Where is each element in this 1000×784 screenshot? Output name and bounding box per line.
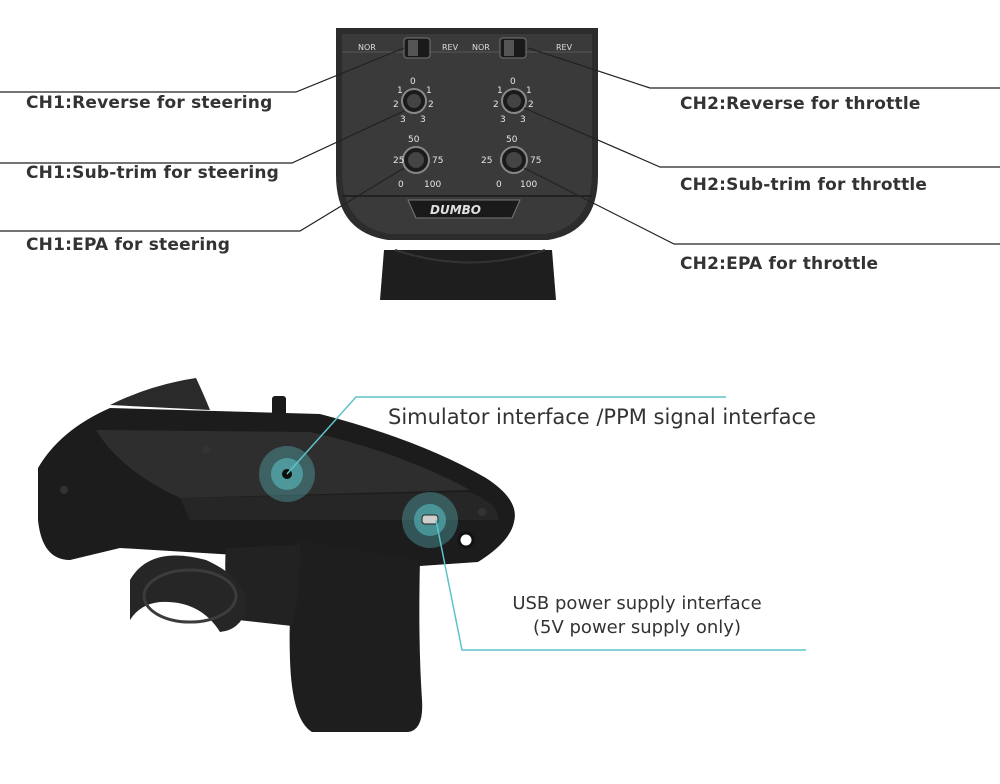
dial-mark: 50	[506, 135, 518, 145]
dial-mark: 50	[408, 135, 420, 145]
ch1-epa-label: CH1:EPA for steering	[26, 235, 230, 255]
switch1-rev-label: REV	[442, 43, 459, 52]
dial-mark: 100	[520, 180, 537, 190]
dial-mark: 2	[493, 100, 499, 110]
switch1-nor-label: NOR	[358, 43, 376, 52]
dial-mark: 1	[526, 86, 532, 96]
brand-logo: DUMBO	[430, 203, 481, 217]
dial-mark: 3	[520, 115, 526, 125]
usb-label-line1: USB power supply interface	[478, 592, 796, 616]
dial-mark: 100	[424, 180, 441, 190]
dial-mark: 1	[426, 86, 432, 96]
ch2-epa-label: CH2:EPA for throttle	[680, 254, 878, 274]
ch2-subtrim-label: CH2:Sub-trim for throttle	[680, 175, 927, 195]
dial-mark: 2	[528, 100, 534, 110]
usb-label-line2: (5V power supply only)	[478, 616, 796, 640]
dial-mark: 1	[397, 86, 403, 96]
dial-mark: 3	[500, 115, 506, 125]
dial-mark: 0	[410, 77, 416, 87]
ch1-reverse-label: CH1:Reverse for steering	[26, 93, 272, 113]
dial-mark: 25	[393, 156, 404, 166]
simulator-interface-label: Simulator interface /PPM signal interfac…	[388, 405, 816, 429]
dial-mark: 75	[530, 156, 541, 166]
dial-mark: 75	[432, 156, 443, 166]
ch2-reverse-label: CH2:Reverse for throttle	[680, 94, 921, 114]
dial-mark: 1	[497, 86, 503, 96]
dial-mark: 2	[428, 100, 434, 110]
dial-mark: 3	[400, 115, 406, 125]
dial-mark: 3	[420, 115, 426, 125]
dial-mark: 0	[510, 77, 516, 87]
switch2-nor-label: NOR	[472, 43, 490, 52]
dial-mark: 0	[496, 180, 502, 190]
switch2-rev-label: REV	[556, 43, 573, 52]
dial-mark: 25	[481, 156, 492, 166]
dial-mark: 0	[398, 180, 404, 190]
dial-mark: 2	[393, 100, 399, 110]
usb-interface-label: USB power supply interface (5V power sup…	[478, 592, 796, 640]
ch1-subtrim-label: CH1:Sub-trim for steering	[26, 163, 279, 183]
